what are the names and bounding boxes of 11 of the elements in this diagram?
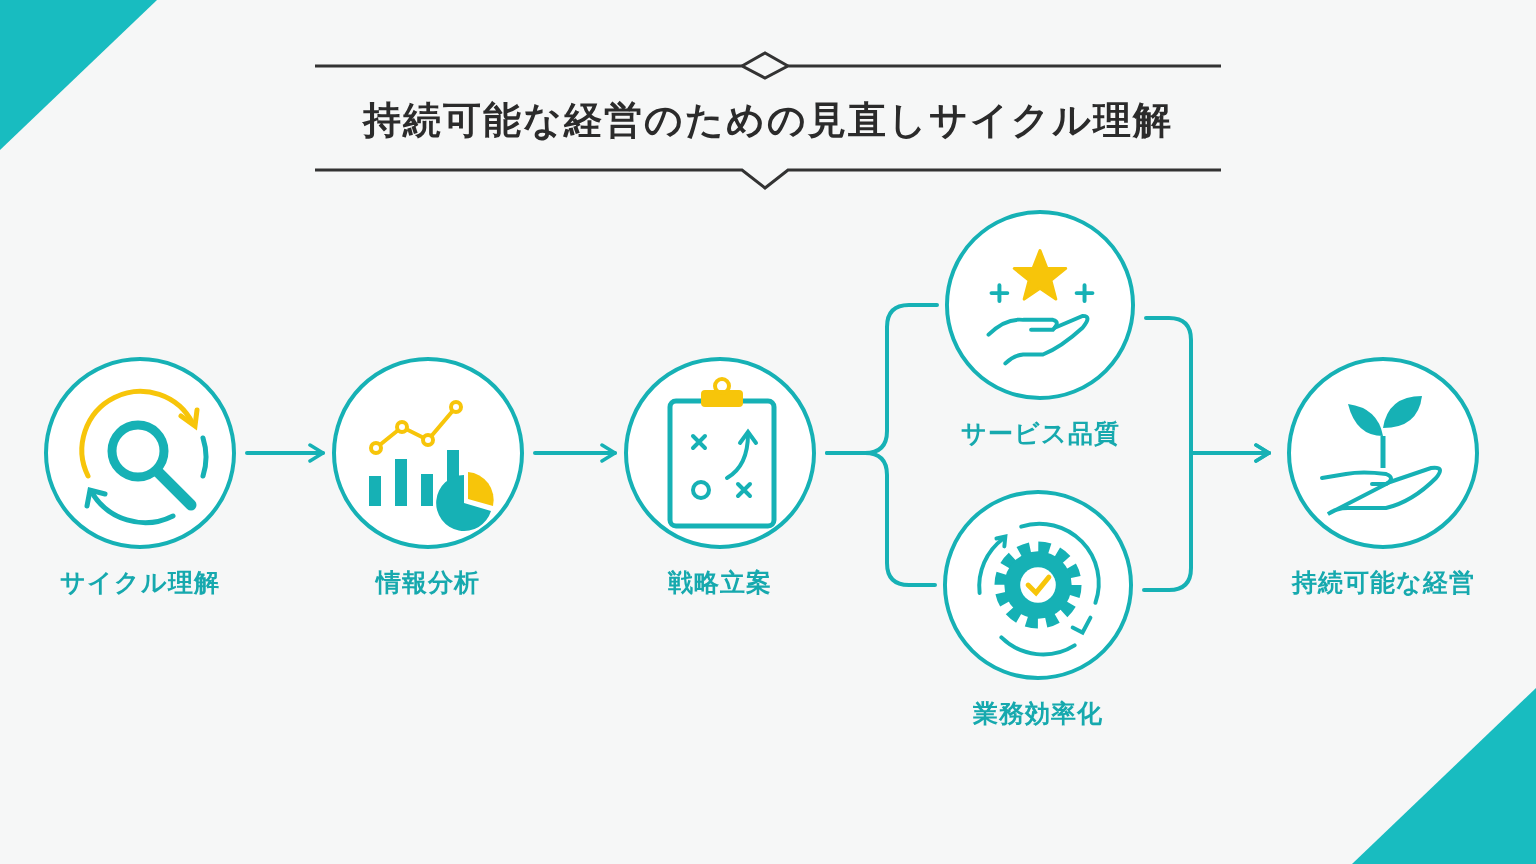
step-label: 情報分析	[376, 567, 480, 599]
connector-line	[825, 451, 937, 587]
step-label: 戦略立案	[668, 567, 772, 599]
step-label: サービス品質	[960, 418, 1120, 450]
title: 持続可能な経営のための見直しサイクル理解	[363, 97, 1173, 144]
step-label: サイクル理解	[60, 567, 220, 599]
step-label: 持続可能な経営	[1291, 567, 1475, 599]
connector-arrow	[245, 443, 325, 463]
connector-arrow	[533, 443, 617, 463]
step-label: 業務効率化	[973, 698, 1103, 730]
connector-arrow	[1142, 443, 1271, 592]
